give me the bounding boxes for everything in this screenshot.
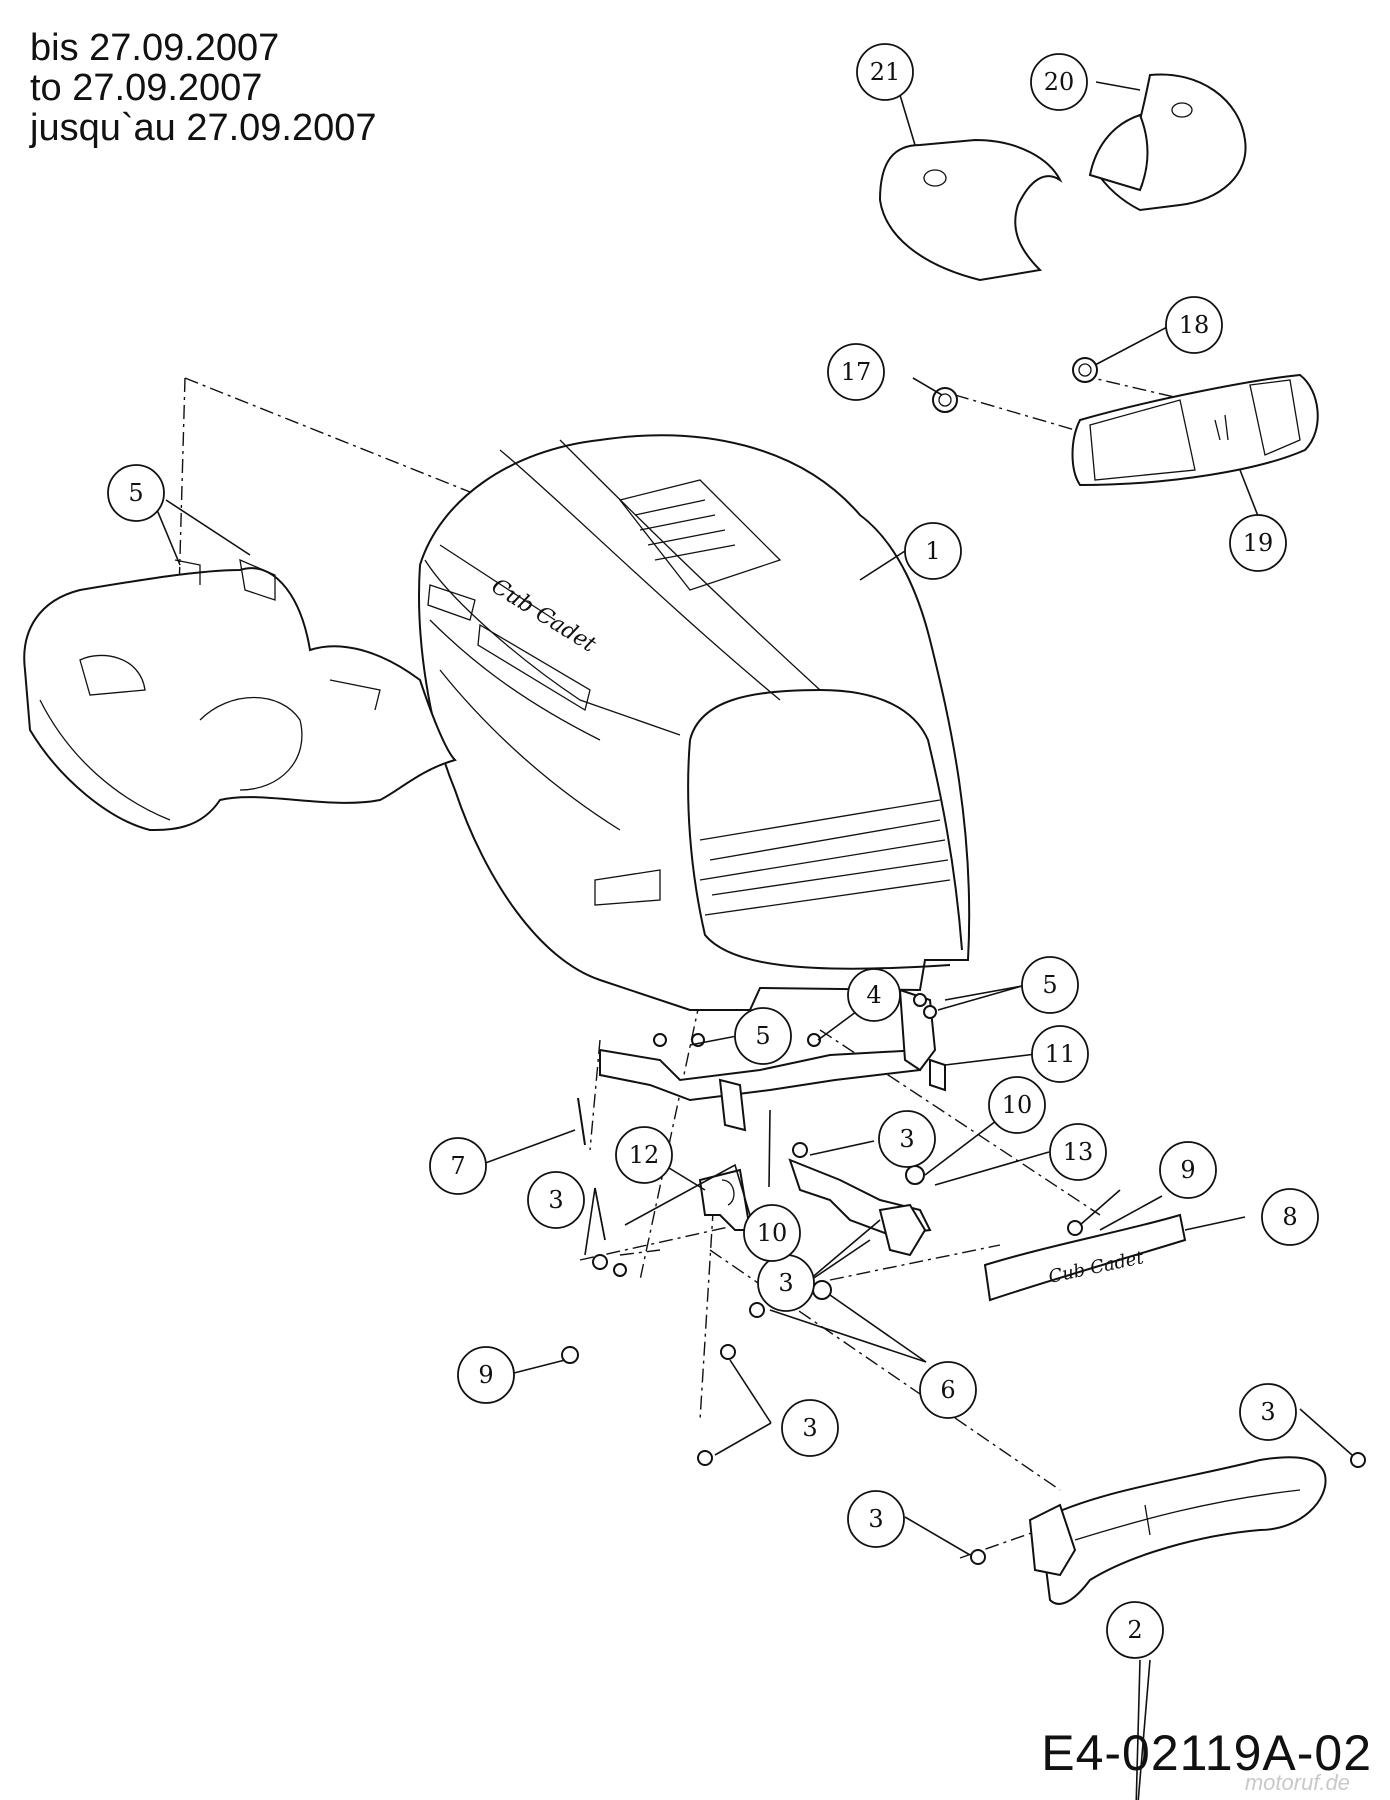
svg-text:9: 9 (1180, 1156, 1195, 1184)
svg-text:1: 1 (925, 537, 940, 565)
callout-18: 18 (1165, 296, 1223, 354)
svg-text:13: 13 (1063, 1138, 1094, 1166)
svg-text:19: 19 (1243, 529, 1274, 557)
light-housing-part-19 (1071, 373, 1319, 487)
callout-3b: 3 (527, 1171, 585, 1229)
svg-text:3: 3 (548, 1186, 563, 1214)
callout-3c: 3 (757, 1254, 815, 1312)
badge-part-8: Cub Cadet (983, 1213, 1187, 1302)
validity-date-de: bis 27.09.2007 (30, 27, 280, 69)
callout-19: 19 (1229, 514, 1287, 572)
svg-text:2: 2 (1127, 1616, 1142, 1644)
callout-17: 17 (827, 343, 885, 401)
svg-text:4: 4 (866, 981, 881, 1009)
svg-text:20: 20 (1044, 68, 1075, 96)
svg-text:12: 12 (629, 1141, 660, 1169)
decal-part-21 (878, 138, 1063, 282)
svg-text:17: 17 (841, 358, 872, 386)
callout-4: 4 (847, 968, 901, 1022)
callout-3d: 3 (781, 1399, 839, 1457)
callout-12: 12 (615, 1126, 673, 1184)
svg-text:5: 5 (755, 1022, 770, 1050)
callout-1: 1 (904, 522, 962, 580)
svg-text:7: 7 (450, 1152, 465, 1180)
callout-3e: 3 (1239, 1383, 1297, 1441)
validity-header: bis 27.09.2007 to 27.09.2007 jusqu`au 27… (30, 28, 377, 148)
bracket-part-12 (698, 1168, 752, 1231)
svg-text:6: 6 (940, 1376, 955, 1404)
svg-text:8: 8 (1282, 1203, 1297, 1231)
dash-panel-part (23, 558, 457, 832)
svg-text:10: 10 (1002, 1091, 1033, 1119)
callout-5c: 5 (734, 1007, 792, 1065)
svg-text:5: 5 (128, 479, 143, 507)
validity-date-en: to 27.09.2007 (30, 67, 263, 109)
svg-text:3: 3 (899, 1125, 914, 1153)
svg-text:5: 5 (1042, 971, 1057, 999)
svg-text:3: 3 (778, 1269, 793, 1297)
bracket-part-13 (788, 1158, 932, 1257)
callout-7: 7 (429, 1137, 487, 1195)
svg-text:3: 3 (868, 1505, 883, 1533)
callout-9a: 9 (1159, 1141, 1217, 1199)
bulb-18 (1072, 357, 1098, 383)
svg-text:18: 18 (1179, 311, 1210, 339)
callout-3a: 3 (878, 1110, 936, 1168)
watermark: motoruf.de (1244, 1770, 1350, 1795)
callout-10b: 10 (743, 1204, 801, 1262)
callout-9b: 9 (457, 1346, 515, 1404)
callout-2: 2 (1106, 1601, 1164, 1659)
callout-20: 20 (1030, 53, 1088, 111)
diagram-code: E4-02119A-02 (1041, 1725, 1372, 1781)
callout-3g: 3 (0, 0, 8, 14)
callout-6: 6 (919, 1361, 977, 1419)
svg-text:9: 9 (478, 1361, 493, 1389)
svg-text:21: 21 (870, 58, 901, 86)
svg-text:11: 11 (1045, 1040, 1076, 1068)
svg-text:3: 3 (802, 1414, 817, 1442)
svg-text:3: 3 (1260, 1398, 1275, 1426)
callout-5a: 5 (107, 464, 165, 522)
validity-date-fr: jusqu`au 27.09.2007 (30, 107, 377, 149)
callout-3f: 3 (847, 1490, 905, 1548)
callout-11: 11 (1031, 1025, 1089, 1083)
callout-5b: 5 (1021, 956, 1079, 1014)
decal-part-20 (1088, 73, 1247, 212)
callout-13: 13 (1049, 1123, 1107, 1181)
callout-bubbles: 1 2 3 3 3 3 3 3 3 4 5 5 5 6 7 8 9 9 10 1… (0, 0, 1319, 1659)
svg-text:10: 10 (757, 1219, 788, 1247)
bumper-part-2 (1028, 1456, 1327, 1605)
hood-part-1: Cub Cadet (418, 434, 971, 1011)
callout-21: 21 (856, 43, 914, 101)
callout-8: 8 (1261, 1188, 1319, 1246)
callout-10a: 10 (988, 1076, 1046, 1134)
